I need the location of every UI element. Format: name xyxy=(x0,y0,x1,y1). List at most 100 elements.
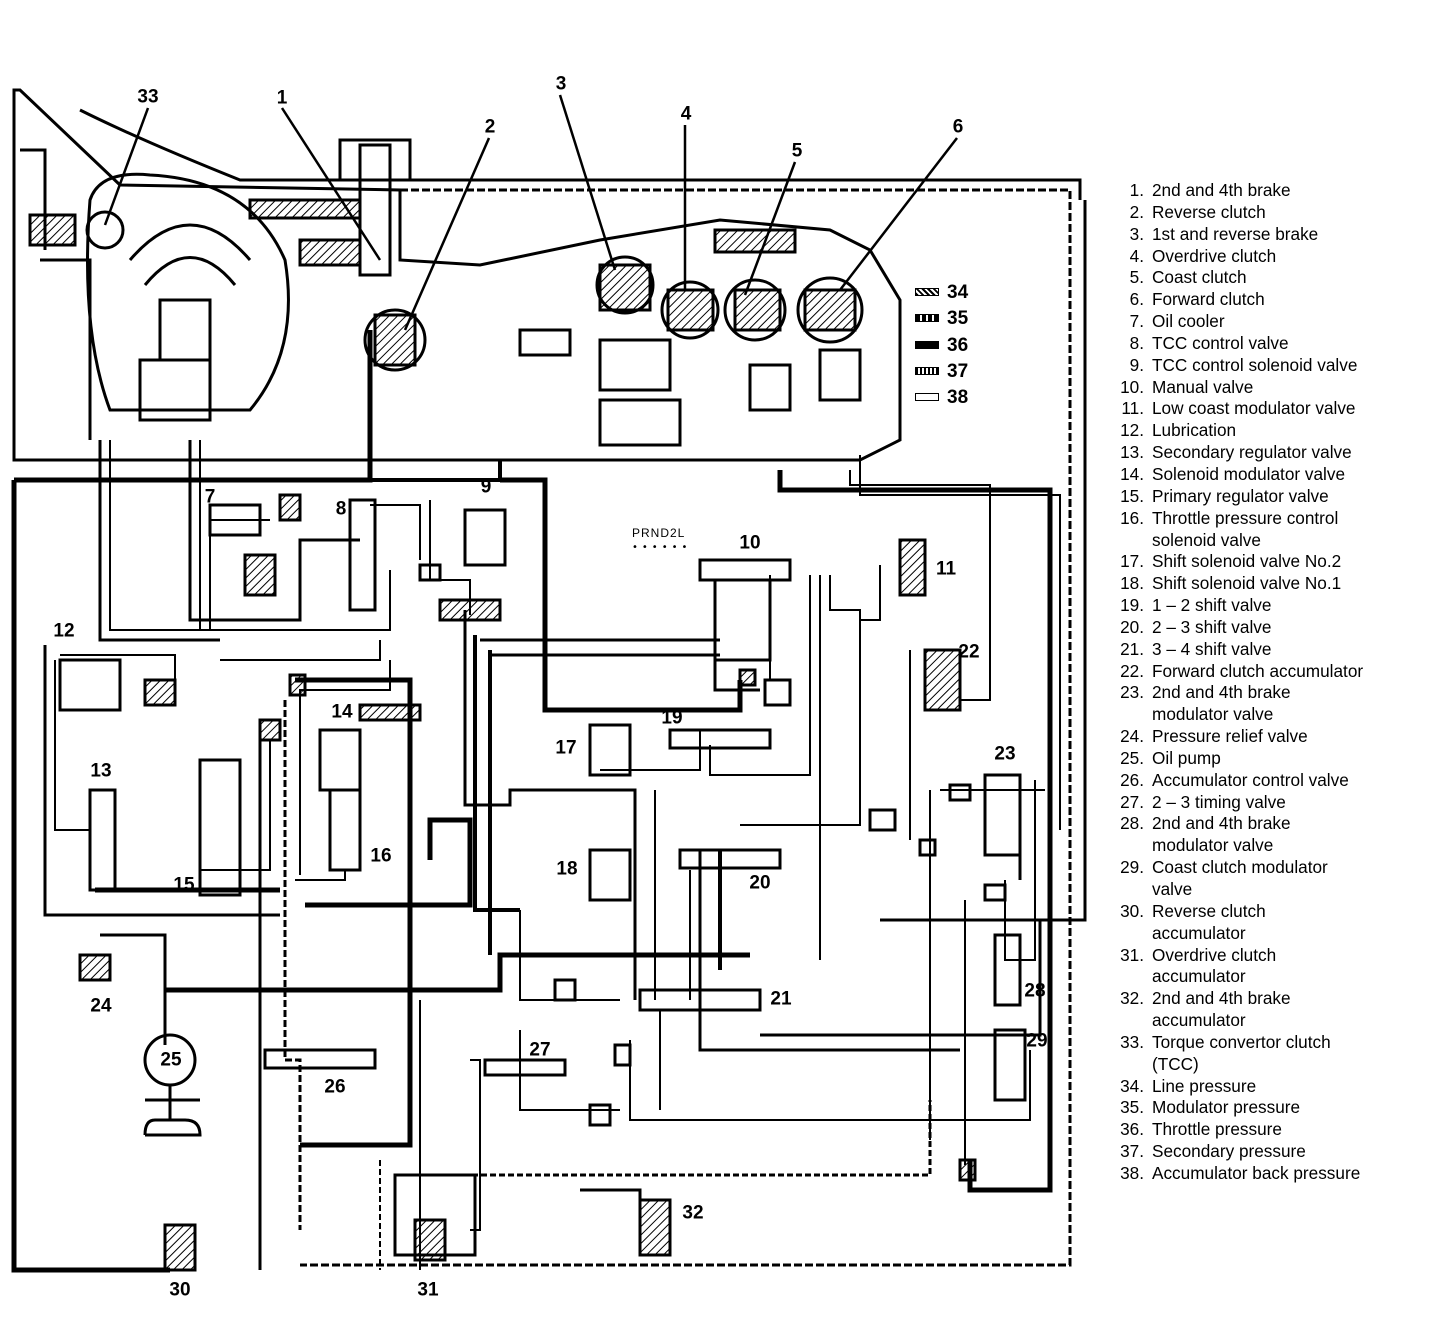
legend-item-text: TCC control valve xyxy=(1152,332,1289,353)
legend-item-text: TCC control solenoid valve xyxy=(1152,354,1358,375)
legend-item-text: 1st and reverse brake xyxy=(1152,223,1319,244)
legend-item: 31.Overdrive clutch xyxy=(1108,945,1438,967)
legend-item-text: accumulator xyxy=(1152,966,1246,987)
legend-item-text: Oil cooler xyxy=(1152,311,1225,332)
legend-item-text: 2nd and 4th brake xyxy=(1152,813,1291,834)
legend-item-text: 2nd and 4th brake xyxy=(1152,180,1291,200)
legend-item-number: 13. xyxy=(1120,442,1144,463)
pressure-key-line-symbol xyxy=(915,288,939,296)
legend-item: 15.Primary regulator valve xyxy=(1108,486,1438,508)
legend-item-number: 7. xyxy=(1129,311,1144,332)
callout-8: 8 xyxy=(335,498,347,520)
legend-item-number: 29. xyxy=(1120,857,1144,878)
legend-item: 37.Secondary pressure xyxy=(1108,1141,1438,1163)
legend-item-number: 5. xyxy=(1129,267,1144,288)
legend-item: 33.Torque convertor clutch xyxy=(1108,1032,1438,1054)
legend-item-number: 32. xyxy=(1120,988,1144,1009)
legend-item: 9.TCC control solenoid valve xyxy=(1108,355,1438,377)
legend-item-text: 2nd and 4th brake xyxy=(1152,988,1291,1009)
callout-27: 27 xyxy=(529,1039,551,1061)
legend-item-text: Lubrication xyxy=(1152,420,1237,441)
callout-1: 1 xyxy=(276,87,288,109)
pressure-key-36: 36 xyxy=(947,335,969,356)
legend-item-number: 25. xyxy=(1120,747,1144,768)
callout-19: 19 xyxy=(661,707,683,729)
legend-item-text: 2 – 3 timing valve xyxy=(1152,791,1286,812)
legend-item-text: solenoid valve xyxy=(1152,529,1261,550)
legend-item-number: 21. xyxy=(1120,638,1144,659)
legend-item: 25. Oil pump xyxy=(1108,748,1438,770)
legend-item-text: Coast clutch modulator xyxy=(1152,857,1328,878)
legend-item: 4.Overdrive clutch xyxy=(1108,246,1438,268)
legend-item-number: 3. xyxy=(1129,223,1144,244)
pressure-key-accumulator-symbol xyxy=(915,393,939,401)
legend-item-text: modulator valve xyxy=(1152,704,1274,725)
legend-item-text: Reverse clutch xyxy=(1152,201,1266,222)
legend-item: 1.2nd and 4th brake xyxy=(1108,180,1438,202)
legend-item: 34. Line pressure xyxy=(1108,1076,1438,1098)
legend-item-text: accumulator xyxy=(1152,1010,1246,1031)
callout-9: 9 xyxy=(480,476,492,498)
legend-item-number: 22. xyxy=(1120,660,1144,681)
callout-12: 12 xyxy=(53,620,75,642)
legend-item-number: 6. xyxy=(1129,289,1144,310)
legend-item-text: Accumulator back pressure xyxy=(1152,1162,1361,1183)
legend-item: 38. Accumulator back pressure xyxy=(1108,1163,1438,1185)
legend-item-text: Line pressure xyxy=(1152,1075,1257,1096)
legend-item: accumulator xyxy=(1108,923,1438,945)
legend-item-number: 2. xyxy=(1129,201,1144,222)
callout-10: 10 xyxy=(739,532,761,554)
legend-item-text: Reverse clutch xyxy=(1152,900,1266,921)
legend-item-number: 8. xyxy=(1129,332,1144,353)
legend-item-text: (TCC) xyxy=(1152,1053,1199,1074)
callout-6: 6 xyxy=(952,116,964,138)
legend-item-number: 34. xyxy=(1120,1075,1144,1096)
legend-item-number: 31. xyxy=(1120,944,1144,965)
legend-item: 7. Oil cooler xyxy=(1108,311,1438,333)
legend-item-number: 24. xyxy=(1120,726,1144,747)
legend-item-text: Throttle pressure control xyxy=(1152,507,1339,528)
valve-bodies xyxy=(58,493,1027,1272)
legend-item-text: Oil pump xyxy=(1152,747,1221,768)
callout-25: 25 xyxy=(160,1049,182,1071)
transmission-case xyxy=(12,88,902,462)
legend-item-text: Modulator pressure xyxy=(1152,1097,1301,1118)
legend-item: 8. TCC control valve xyxy=(1108,333,1438,355)
legend-item-text: Pressure relief valve xyxy=(1152,726,1308,747)
legend-item-text: Solenoid modulator valve xyxy=(1152,463,1345,484)
callout-24: 24 xyxy=(90,995,112,1017)
callout-11: 11 xyxy=(935,558,957,580)
pressure-key-modulator-symbol xyxy=(915,314,939,322)
callout-18: 18 xyxy=(556,858,578,880)
legend-item: 28.2nd and 4th brake xyxy=(1108,813,1438,835)
pressure-key-throttle-symbol xyxy=(915,341,939,349)
legend-item: valve xyxy=(1108,879,1438,901)
legend-item-number: 10. xyxy=(1120,376,1144,397)
legend-item-number: 30. xyxy=(1120,900,1144,921)
legend-item: 23.2nd and 4th brake xyxy=(1108,682,1438,704)
legend-item-number: 23. xyxy=(1120,682,1144,703)
legend-item: 22.Forward clutch accumulator xyxy=(1108,661,1438,683)
legend-item-text: Overdrive clutch xyxy=(1152,245,1277,266)
legend-item: 16. Throttle pressure control xyxy=(1108,508,1438,530)
clutch-packs xyxy=(248,138,864,447)
callout-15: 15 xyxy=(173,874,195,896)
legend-item-number: 12. xyxy=(1120,420,1144,441)
legend-item: 13.Secondary regulator valve xyxy=(1108,442,1438,464)
legend-item: 12. Lubrication xyxy=(1108,420,1438,442)
shift-selector-dots: •••••• xyxy=(632,542,692,553)
legend-item: 32. 2nd and 4th brake xyxy=(1108,988,1438,1010)
legend-item: 6.Forward clutch xyxy=(1108,289,1438,311)
legend-item: 17.Shift solenoid valve No.2 xyxy=(1108,551,1438,573)
pressure-key-38: 38 xyxy=(947,387,969,408)
legend-item: 11.Low coast modulator valve xyxy=(1108,398,1438,420)
legend-item-number: 38. xyxy=(1120,1162,1144,1183)
legend-item-text: Secondary pressure xyxy=(1152,1141,1306,1162)
legend-item-number: 11. xyxy=(1121,398,1144,419)
legend-item-text: 2 – 3 shift valve xyxy=(1152,616,1272,637)
legend-item-number: 16. xyxy=(1120,507,1144,528)
legend-item-text: Accumulator control valve xyxy=(1152,769,1349,790)
pressure-key-35: 35 xyxy=(947,308,969,329)
legend-item-text: Manual valve xyxy=(1152,376,1254,397)
